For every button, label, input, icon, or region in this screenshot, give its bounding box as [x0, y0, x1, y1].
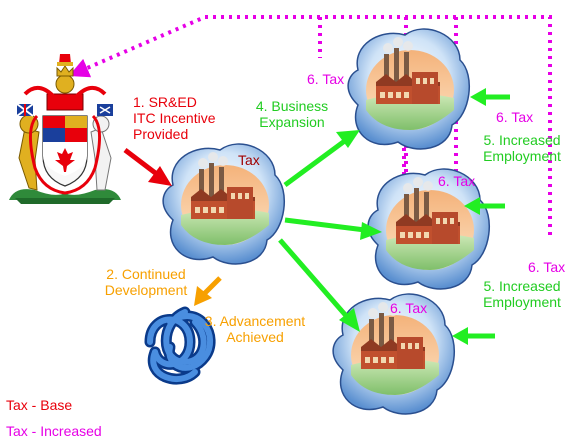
legend-tax-increased: Tax - Increased [6, 423, 102, 439]
step1-line1: 1. SR&ED [133, 94, 197, 110]
step1-line2: ITC Incentive [133, 110, 216, 126]
tax-main-label: Tax [238, 152, 260, 168]
expansion-arrows [278, 130, 382, 332]
step5-top-line1: 5. Increased [483, 132, 561, 148]
employment-arrows [452, 88, 510, 345]
step5-top-label: 5. Increased Employment [476, 132, 568, 164]
step4-line1: 4. Business [255, 98, 329, 114]
tax6-top-right-label: 6. Tax [496, 109, 534, 125]
factory-main-icon [162, 143, 286, 265]
incentive-arrow [123, 148, 172, 186]
step1-label: 1. SR&ED ITC Incentive Provided [133, 94, 215, 142]
step2-line1: 2. Continued [106, 266, 186, 282]
step5-bottom-line1: 5. Increased [483, 278, 561, 294]
step3-line1: 3. Advancement [204, 313, 306, 329]
tax6-bottom-label: 6. Tax [390, 300, 428, 316]
step2-line2: Development [104, 282, 188, 298]
step4-line2: Expansion [259, 114, 325, 130]
step4-label: 4. Business Expansion [246, 98, 338, 130]
tax6-top-left-label: 6. Tax [307, 71, 345, 87]
knot-icon [144, 306, 216, 385]
tax6-mid-label: 6. Tax [438, 173, 476, 189]
step2-label: 2. Continued Development [86, 266, 206, 298]
legend-tax-base: Tax - Base [6, 397, 73, 413]
step5-bottom-label: 5. Increased Employment [476, 278, 568, 310]
canada-coat-of-arms-icon [9, 54, 121, 204]
step1-line3: Provided [133, 126, 189, 142]
tax6-right-label: 6. Tax [528, 259, 566, 275]
development-arrow [194, 276, 222, 306]
step3-line2: Achieved [226, 329, 284, 345]
step5-bottom-line2: Employment [483, 294, 561, 310]
step5-top-line2: Employment [483, 148, 561, 164]
factory-top-icon [347, 28, 471, 150]
step3-label: 3. Advancement Achieved [190, 313, 320, 345]
